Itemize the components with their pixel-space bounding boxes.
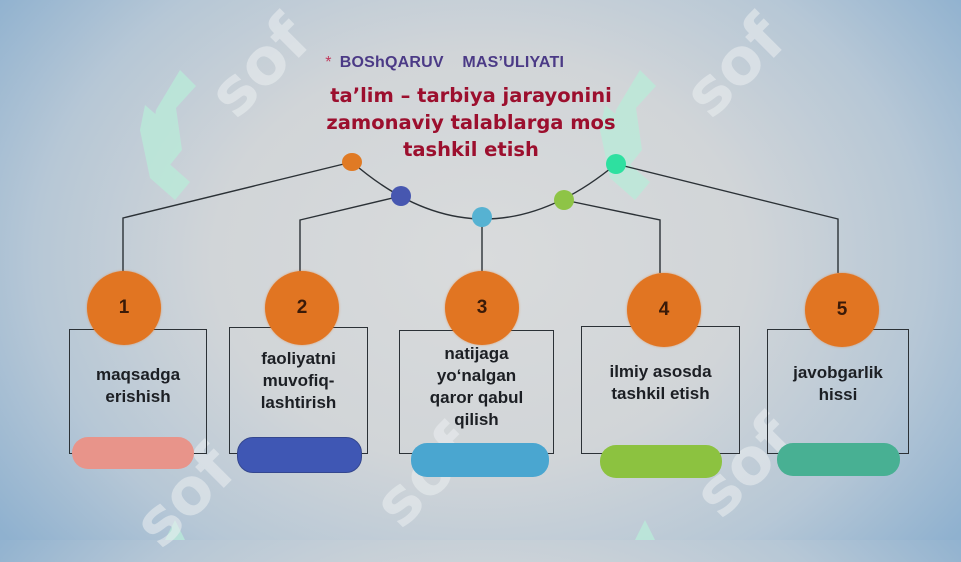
item-5-number-badge: 5: [805, 273, 879, 347]
central-goal-line-1: ta’lim – tarbiya jarayonini: [330, 84, 612, 107]
item-2-line-3: lashtirish: [260, 393, 337, 412]
slide-title: * BOShQARUV MAS’ULIYATI: [316, 36, 564, 72]
connector-dot-cyan: [472, 207, 492, 227]
asterisk-bullet-icon: *: [325, 54, 332, 71]
item-4-line-1: ilmiy asosda: [609, 362, 712, 381]
item-5-line-1: javobgarlik: [793, 363, 883, 382]
item-3-color-pill: [411, 443, 549, 477]
item-1-number-badge: 1: [87, 271, 161, 345]
item-3-number-badge: 3: [445, 271, 519, 345]
item-3-line-1: natijaga: [444, 344, 509, 363]
connector-dot-teal: [606, 154, 626, 174]
item-3-line-3: qaror qabul: [429, 388, 524, 407]
item-1-color-pill: [72, 437, 194, 469]
item-1-line-1: maqsadga: [95, 365, 181, 384]
item-box-2: faoliyatni muvofiq- lashtirish: [229, 327, 368, 454]
item-2-line-1: faoliyatni: [261, 349, 336, 368]
item-3-line-2: yo‘nalgan: [436, 366, 517, 385]
item-3-line-4: qilish: [454, 410, 499, 429]
connector-dot-green: [554, 190, 574, 210]
item-4-number-badge: 4: [627, 273, 701, 347]
item-4-color-pill: [600, 445, 722, 478]
item-4-line-2: tashkil etish: [611, 384, 710, 403]
central-goal-line-3: tashkil etish: [403, 138, 539, 161]
connector-dot-dark-blue: [391, 186, 411, 206]
item-2-number-badge: 2: [265, 271, 339, 345]
central-goal-text: ta’lim – tarbiya jarayonini zamonaviy ta…: [290, 82, 652, 163]
item-2-color-pill: [237, 437, 362, 473]
central-goal-line-2: zamonaviy talablarga mos: [326, 111, 616, 134]
item-box-5: javobgarlik hissi: [767, 329, 909, 454]
item-5-color-pill: [777, 443, 900, 476]
item-2-line-2: muvofiq-: [262, 371, 335, 390]
connector-lines: [122, 161, 839, 273]
slide-title-text: BOShQARUV MAS’ULIYATI: [339, 54, 565, 71]
item-box-3: natijaga yo‘nalgan qaror qabul qilish: [399, 330, 554, 454]
item-5-line-2: hissi: [818, 385, 858, 404]
item-box-1: maqsadga erishish: [69, 329, 207, 454]
connector-dot-orange: [342, 153, 362, 171]
item-1-line-2: erishish: [105, 387, 171, 406]
